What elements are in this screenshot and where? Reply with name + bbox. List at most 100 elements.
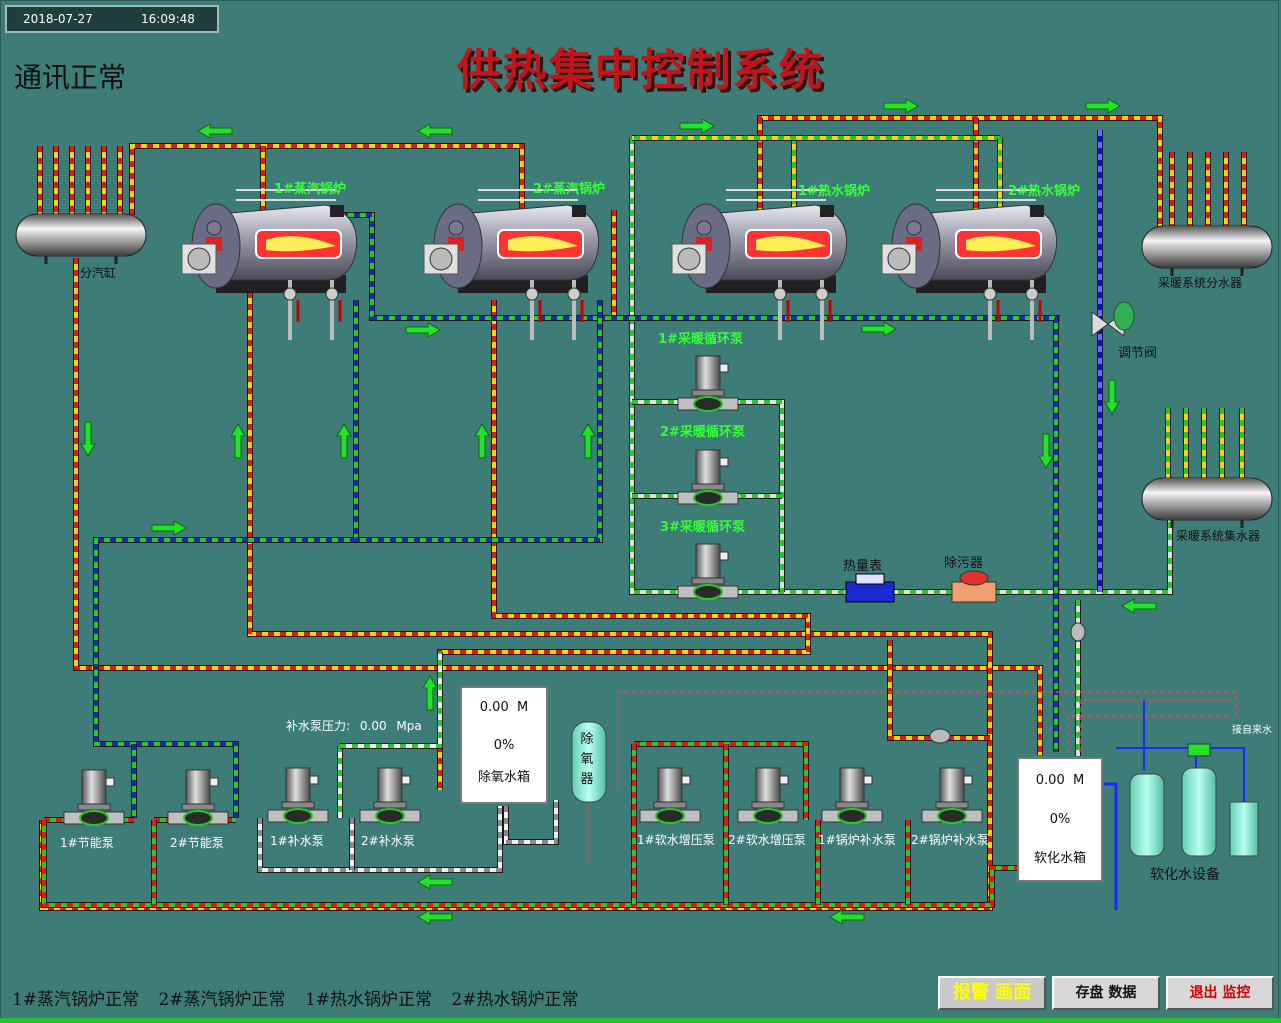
hot-water-boiler-2-label[interactable]: 2#热水锅炉 <box>1008 184 1080 199</box>
flow-arrow-right <box>883 98 919 114</box>
makeup-pump-2-graphic-motor <box>377 767 403 805</box>
econ-pump-2-graphic-volute <box>183 810 213 826</box>
hot-water-boiler-1-graphic <box>671 189 848 340</box>
circ-pump-2-graphic-volute <box>693 490 723 506</box>
steam-return-pipe-dash <box>74 258 1042 755</box>
hot-water-boiler-2-graphic-valve <box>983 287 997 301</box>
steam-header-label: 分汽缸 <box>80 266 117 280</box>
circ-pump-3-label[interactable]: 3#采暖循环泵 <box>660 520 745 535</box>
deaerated-water-tank[interactable]: 0.00 M 0% 除氧水箱 <box>460 686 548 804</box>
feed-pump-1-graphic-volute <box>837 808 867 824</box>
flow-arrows <box>80 98 1157 925</box>
hot-water-boiler-2-graphic-nozzle <box>1030 205 1044 217</box>
softened-tank-level: 0.00 M <box>1035 773 1085 788</box>
steam-boiler-1-graphic <box>181 189 358 340</box>
circ-pump-2-graphic <box>677 449 739 506</box>
dirt-separator-label: 除污器 <box>944 556 984 571</box>
steam-boiler-2-graphic-nozzle <box>572 205 586 217</box>
pipe <box>504 800 558 844</box>
steam-boiler-1-graphic-fan <box>187 247 211 271</box>
pipe-outline <box>93 300 359 818</box>
regulating-valve-actuator <box>1113 301 1135 331</box>
steam-return-pipe-outline <box>73 258 1043 755</box>
datetime-panel: 2018-07-27 16:09:48 <box>5 5 219 33</box>
steam-main-pipe-dash <box>130 144 524 215</box>
softened-water-tank[interactable]: 0.00 M 0% 软化水箱 <box>1017 757 1103 882</box>
circ-pump-1-label[interactable]: 1#采暖循环泵 <box>658 332 743 347</box>
circ-pump-1-graphic-flange <box>691 389 725 397</box>
feed-pump-2-graphic-volute <box>937 808 967 824</box>
comm-status: 通讯正常 <box>14 61 127 94</box>
makeup-pressure-value: 0.00 <box>359 719 387 733</box>
alarm-screen-button[interactable]: 报警 画面 <box>938 976 1046 1010</box>
heat-meter-display <box>855 573 885 585</box>
steam-boiler-2-label[interactable]: 2#蒸汽锅炉 <box>533 182 605 197</box>
steam-boiler-1-graphic-rail <box>236 189 336 201</box>
makeup-pump-1-graphic-flange <box>281 801 315 809</box>
flow-arrow-left <box>829 909 865 925</box>
heating-collector-drum <box>1141 477 1273 528</box>
hot-water-boiler-2-graphic-port <box>906 220 922 236</box>
booster-pump-1-label[interactable]: 1#软水增压泵 <box>637 833 715 847</box>
flow-arrow-left <box>1121 598 1157 614</box>
valve-graphic <box>929 728 951 744</box>
status-hot-water-boiler-1: 1#热水锅炉正常 <box>304 990 432 1010</box>
booster-pump-1-graphic-flange <box>653 801 687 809</box>
deaerated-tank-name: 除氧水箱 <box>477 770 530 785</box>
hot-water-boiler-2-graphic <box>881 189 1058 340</box>
steam-return-pipe <box>74 258 1042 755</box>
heating-distributor-drum <box>1141 225 1273 276</box>
hot-water-boiler-2-graphic-flame <box>966 236 1036 252</box>
flow-arrow-up <box>422 675 438 711</box>
circ-pump-2-label[interactable]: 2#采暖循环泵 <box>660 425 745 440</box>
booster-pump-2-graphic-motor <box>755 767 781 805</box>
steam-boiler-1-label[interactable]: 1#蒸汽锅炉 <box>274 182 346 197</box>
tap-water-label: 接自来水 <box>1232 725 1272 736</box>
steam-boiler-2-graphic <box>423 189 600 340</box>
steam-boiler-1-graphic-flame <box>266 236 336 252</box>
booster-pump-2-graphic-flange <box>751 801 785 809</box>
circ-pump-3-graphic-motor <box>695 543 721 581</box>
pipe-dash <box>888 640 990 740</box>
softener-column <box>1129 773 1165 857</box>
heating-collector-label: 采暖系统集水器 <box>1176 529 1261 543</box>
booster-pump-1-graphic <box>639 767 701 824</box>
feed-pump-1-label[interactable]: 1#锅炉补水泵 <box>818 833 896 847</box>
makeup-pump-1-label[interactable]: 1#补水泵 <box>270 834 324 848</box>
pipe <box>1067 715 1232 752</box>
econ-pump-1-label[interactable]: 1#节能泵 <box>60 836 114 850</box>
hot-water-boiler-2-graphic-valve <box>1025 287 1039 301</box>
feed-pump-2-graphic-flange <box>935 801 969 809</box>
soft-water-outlet <box>1104 782 1118 910</box>
heating-distributor-drum-body-fill <box>1163 226 1251 268</box>
softener-column <box>1181 767 1217 857</box>
equipment-layer <box>15 189 1273 857</box>
makeup-pressure-label: 补水泵压力: <box>286 719 351 733</box>
pipe-dash <box>504 800 558 844</box>
hot-water-boiler-1-label[interactable]: 1#热水锅炉 <box>798 184 870 199</box>
feed-pump-2-label[interactable]: 2#锅炉补水泵 <box>911 833 989 847</box>
pipe-outline <box>356 300 603 543</box>
steam-boiler-1-graphic-port <box>206 220 222 236</box>
makeup-pump-1-graphic <box>267 767 329 824</box>
feed-pump-1-graphic <box>821 767 883 824</box>
deaerator-label: 除氧器 <box>580 732 594 787</box>
flow-arrow-up <box>474 423 490 459</box>
econ-pump-1-graphic-box <box>105 777 115 787</box>
exit-monitor-button[interactable]: 退出 监控 <box>1166 976 1274 1010</box>
status-hot-water-boiler-2: 2#热水锅炉正常 <box>451 990 579 1010</box>
makeup-pump-2-label[interactable]: 2#补水泵 <box>361 834 415 848</box>
econ-pump-2-graphic-box <box>209 777 219 787</box>
makeup-pump-1-graphic-box <box>309 775 319 785</box>
circ-pump-2-graphic-flange <box>691 483 725 491</box>
steam-header-drum-body-fill <box>37 214 125 256</box>
hot-water-boiler-1-graphic-fan <box>677 247 701 271</box>
circ-pump-1-graphic-volute <box>693 396 723 412</box>
pipe-outline <box>503 800 559 845</box>
booster-pump-1-graphic-volute <box>655 808 685 824</box>
booster-pump-2-label[interactable]: 2#软水增压泵 <box>728 833 806 847</box>
circ-pump-1-graphic-motor <box>695 355 721 393</box>
econ-pump-2-label[interactable]: 2#节能泵 <box>170 836 224 850</box>
save-data-button[interactable]: 存盘 数据 <box>1052 976 1160 1010</box>
